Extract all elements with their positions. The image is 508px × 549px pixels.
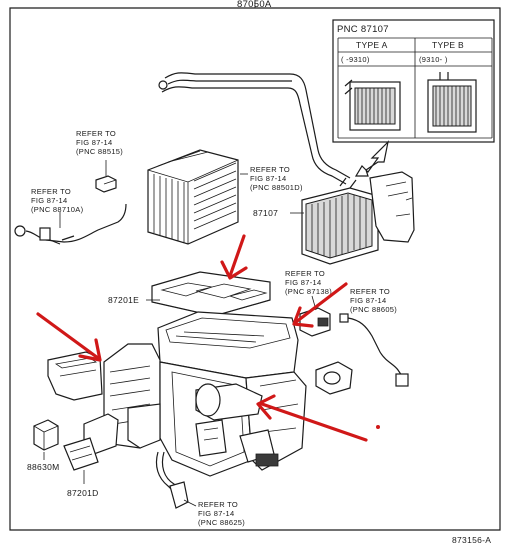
label-87107: 87107 — [253, 208, 278, 218]
svg-text:(PNC 88501D): (PNC 88501D) — [250, 183, 303, 192]
label-88630m: 88630M — [27, 462, 60, 472]
inset-pnc-87107: PNC 87107 TYPE A TYPE B ( -9310) (9310- … — [332, 19, 495, 143]
svg-text:REFER TO: REFER TO — [285, 269, 325, 278]
harness-88605 — [339, 313, 409, 387]
ref-88625: REFER TO FIG 87-14 (PNC 88625) — [198, 500, 245, 527]
red-arrow-right — [292, 282, 348, 328]
heater-unit-housing — [103, 311, 307, 477]
figure-id: 873156-A — [452, 535, 491, 545]
actuator-88630m — [33, 419, 59, 451]
red-arrow-top — [220, 234, 248, 280]
heater-pipes — [158, 72, 351, 185]
red-arrow-bottom — [256, 394, 368, 442]
ref-87138: REFER TO FIG 87-14 (PNC 87138) — [285, 269, 332, 296]
svg-text:(PNC 87138): (PNC 87138) — [285, 287, 332, 296]
svg-text:REFER TO: REFER TO — [76, 129, 116, 138]
type-a-title: TYPE A — [356, 40, 388, 50]
blower-resistor — [299, 307, 331, 337]
heater-core-87107 — [301, 177, 379, 265]
svg-text:REFER TO: REFER TO — [350, 287, 390, 296]
side-duct — [47, 351, 103, 401]
drain-hose — [155, 451, 183, 495]
svg-text:FIG 87-14: FIG 87-14 — [76, 138, 112, 147]
top-part-number: 87050A — [237, 0, 272, 10]
core-cover — [369, 171, 415, 243]
label-87201e: 87201E — [108, 295, 139, 305]
svg-text:(PNC 88625): (PNC 88625) — [198, 518, 245, 527]
label-87201d: 87201D — [67, 488, 99, 498]
type-b-range: (9310- ) — [419, 55, 448, 64]
svg-text:(PNC 88710A): (PNC 88710A) — [31, 205, 84, 214]
svg-text:REFER TO: REFER TO — [250, 165, 290, 174]
evaporator — [147, 149, 239, 245]
red-dot — [376, 425, 380, 429]
svg-text:REFER TO: REFER TO — [198, 500, 238, 509]
sensor-88625 — [169, 481, 189, 509]
svg-text:REFER TO: REFER TO — [31, 187, 71, 196]
type-b-title: TYPE B — [432, 40, 464, 50]
ref-88605: REFER TO FIG 87-14 (PNC 88605) — [350, 287, 397, 314]
svg-text:FIG 87-14: FIG 87-14 — [198, 509, 234, 518]
heater-core-type-b — [427, 72, 477, 133]
ref-88515: REFER TO FIG 87-14 (PNC 88515) — [76, 129, 123, 156]
clip-88515 — [95, 175, 117, 193]
svg-text:(PNC 88515): (PNC 88515) — [76, 147, 123, 156]
duct-87201e — [151, 271, 271, 317]
type-a-range: ( -9310) — [341, 55, 370, 64]
ref-88501d: REFER TO FIG 87-14 (PNC 88501D) — [250, 165, 303, 192]
heater-core-type-a — [344, 79, 401, 131]
red-arrow-left — [36, 312, 102, 362]
inset-pnc-label: PNC 87107 — [337, 24, 389, 35]
callout-arrow-icon — [354, 140, 389, 177]
svg-text:FIG 87-14: FIG 87-14 — [350, 296, 386, 305]
svg-text:FIG 87-14: FIG 87-14 — [31, 196, 67, 205]
ref-88710a: REFER TO FIG 87-14 (PNC 88710A) — [31, 187, 84, 214]
thermistor-88710a — [14, 203, 127, 245]
svg-text:FIG 87-14: FIG 87-14 — [285, 278, 321, 287]
svg-text:FIG 87-14: FIG 87-14 — [250, 174, 286, 183]
svg-text:(PNC 88605): (PNC 88605) — [350, 305, 397, 314]
diagram-frame — [9, 7, 501, 531]
